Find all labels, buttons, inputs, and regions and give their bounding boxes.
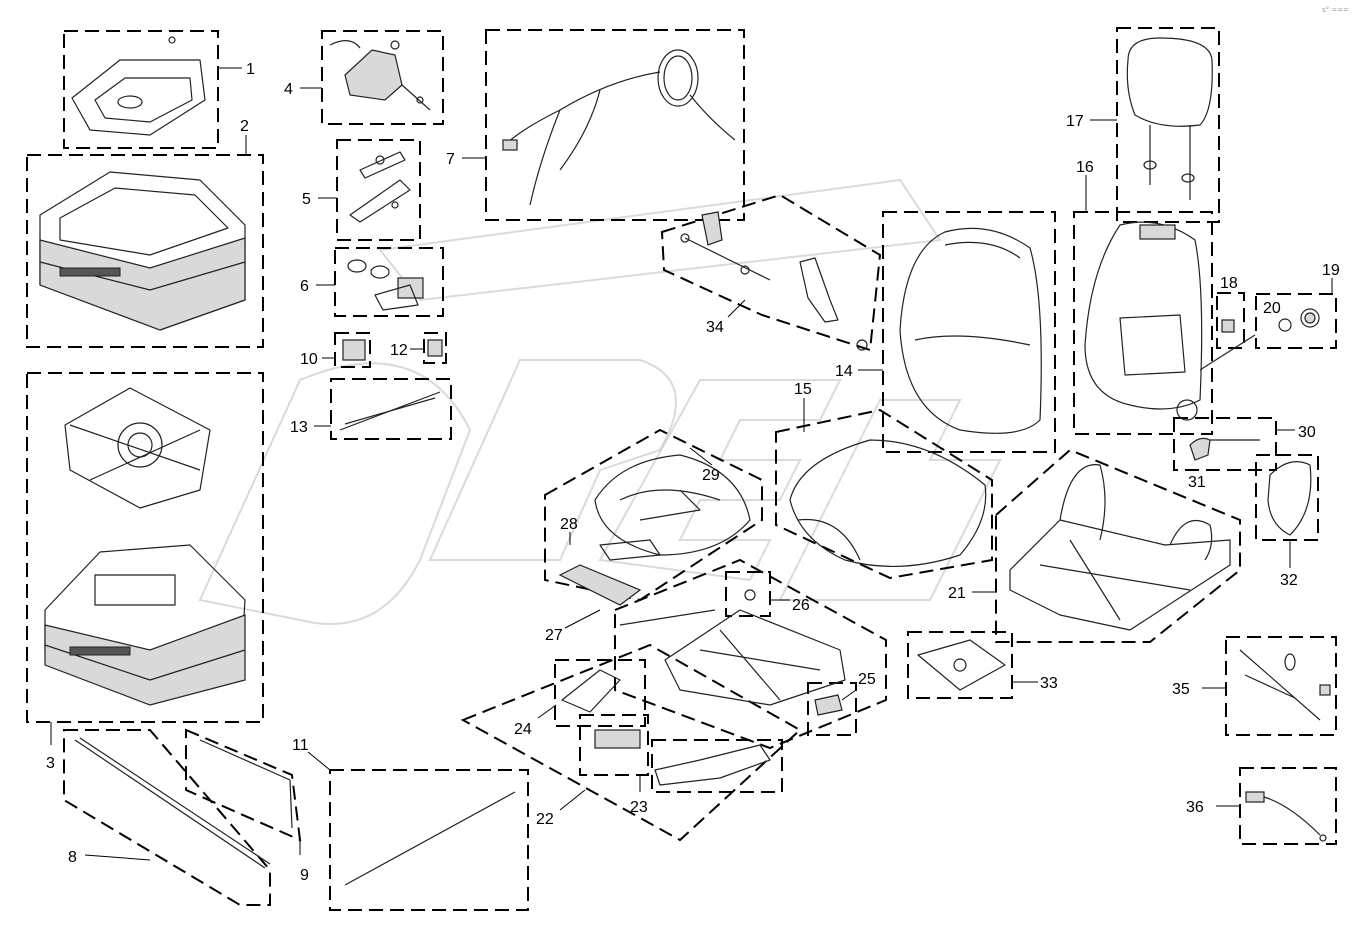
- side-trim-parts: [1189, 437, 1312, 536]
- lever-bracket-part: [349, 151, 411, 223]
- callout-31: 31: [1188, 474, 1206, 491]
- callout-12: 12: [390, 342, 408, 359]
- headrest-part: [1126, 37, 1213, 200]
- leader-lines: [50, 67, 1333, 861]
- slide-track-parts: [561, 669, 771, 786]
- callout-14: 14: [835, 363, 853, 380]
- callout-15: 15: [794, 381, 812, 398]
- callout-34: 34: [706, 319, 724, 336]
- dashed-group-boxes: [26, 27, 1337, 911]
- recliner-knob-parts: [1199, 308, 1320, 371]
- seat-cushion-tray-part: [594, 454, 751, 556]
- callout-28: 28: [560, 516, 578, 533]
- callout-24: 24: [514, 721, 532, 738]
- connector-cable-part: [1245, 791, 1327, 842]
- callout-35: 35: [1172, 681, 1190, 698]
- callout-5: 5: [302, 191, 311, 208]
- seat-belt-buckle-part: [680, 211, 868, 351]
- callout-19: 19: [1322, 262, 1340, 279]
- callout-25: 25: [858, 671, 876, 688]
- seat-frame-housing-part: [39, 171, 246, 331]
- callout-labels: 1 2 3 4 5 6 7 8 9 10 11 12 13 14 15 16 1…: [46, 61, 1340, 884]
- callout-3: 3: [46, 755, 55, 772]
- callout-11: 11: [292, 737, 309, 754]
- backrest-frame-part: [1084, 221, 1203, 421]
- callout-23: 23: [630, 799, 648, 816]
- callout-30: 30: [1298, 424, 1316, 441]
- corner-mark: s° ===: [1322, 6, 1349, 14]
- rod-parts: [74, 737, 516, 886]
- callout-8: 8: [68, 849, 77, 866]
- callout-2: 2: [240, 118, 249, 135]
- callout-17: 17: [1066, 113, 1084, 130]
- callout-16: 16: [1076, 159, 1094, 176]
- callout-10: 10: [300, 351, 318, 368]
- callout-20: 20: [1263, 300, 1281, 317]
- cable-rod-part: [339, 391, 441, 431]
- watermark-logo: [198, 178, 1002, 625]
- seat-cushion-part: [789, 439, 987, 568]
- callout-18: 18: [1220, 275, 1238, 292]
- slide-rail-parts: [558, 539, 716, 626]
- wiring-harness-part: [502, 49, 736, 206]
- callout-27: 27: [545, 627, 563, 644]
- seat-base-plate-part: [664, 589, 846, 706]
- callout-9: 9: [300, 867, 309, 884]
- callout-21: 21: [948, 585, 966, 602]
- backrest-cushion-part: [899, 227, 1042, 434]
- callout-26: 26: [792, 597, 810, 614]
- base-bracket-parts: [814, 639, 1006, 716]
- callout-22: 22: [536, 811, 554, 828]
- callout-1: 1: [246, 61, 255, 78]
- callout-4: 4: [284, 81, 293, 98]
- callout-36: 36: [1186, 799, 1204, 816]
- callout-32: 32: [1280, 572, 1298, 589]
- callout-33: 33: [1040, 675, 1058, 692]
- sensor-wire-part: [1239, 649, 1331, 721]
- callout-7: 7: [446, 151, 455, 168]
- switch-actuator-part: [347, 259, 424, 311]
- callout-13: 13: [290, 419, 308, 436]
- seat-cushion-cover-part: [71, 36, 206, 136]
- callout-29: 29: [702, 467, 720, 484]
- height-adjust-mechanism-part: [329, 40, 431, 111]
- seat-suspension-assembly-part: [44, 387, 246, 706]
- small-clip-parts: [342, 339, 443, 361]
- callout-6: 6: [300, 278, 309, 295]
- seat-pan-frame-part: [1009, 464, 1231, 631]
